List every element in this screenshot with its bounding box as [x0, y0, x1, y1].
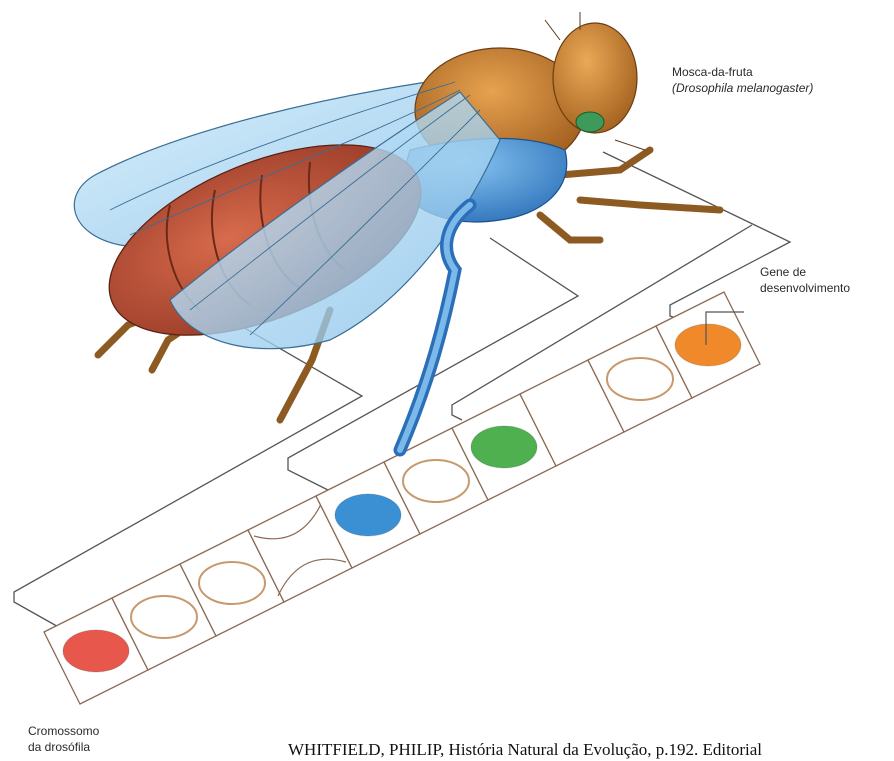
gene-band-filled: [335, 494, 401, 536]
chromosome-strip: [44, 292, 760, 704]
chromosome-label-line2: da drosófila: [28, 740, 90, 754]
gene-label-line1: Gene de: [760, 265, 806, 279]
gene-label-line2: desenvolvimento: [760, 281, 850, 295]
gene-band-filled: [63, 630, 129, 672]
source-credit: WHITFIELD, PHILIP, História Natural da E…: [288, 740, 762, 759]
fly-species-label: (Drosophila melanogaster): [672, 81, 813, 95]
fly-eye: [576, 112, 604, 132]
chromosome-label-line1: Cromossomo: [28, 724, 100, 738]
fly-name-label: Mosca-da-fruta: [672, 65, 753, 79]
gene-band-filled: [471, 426, 537, 468]
gene-band-filled: [675, 324, 741, 366]
